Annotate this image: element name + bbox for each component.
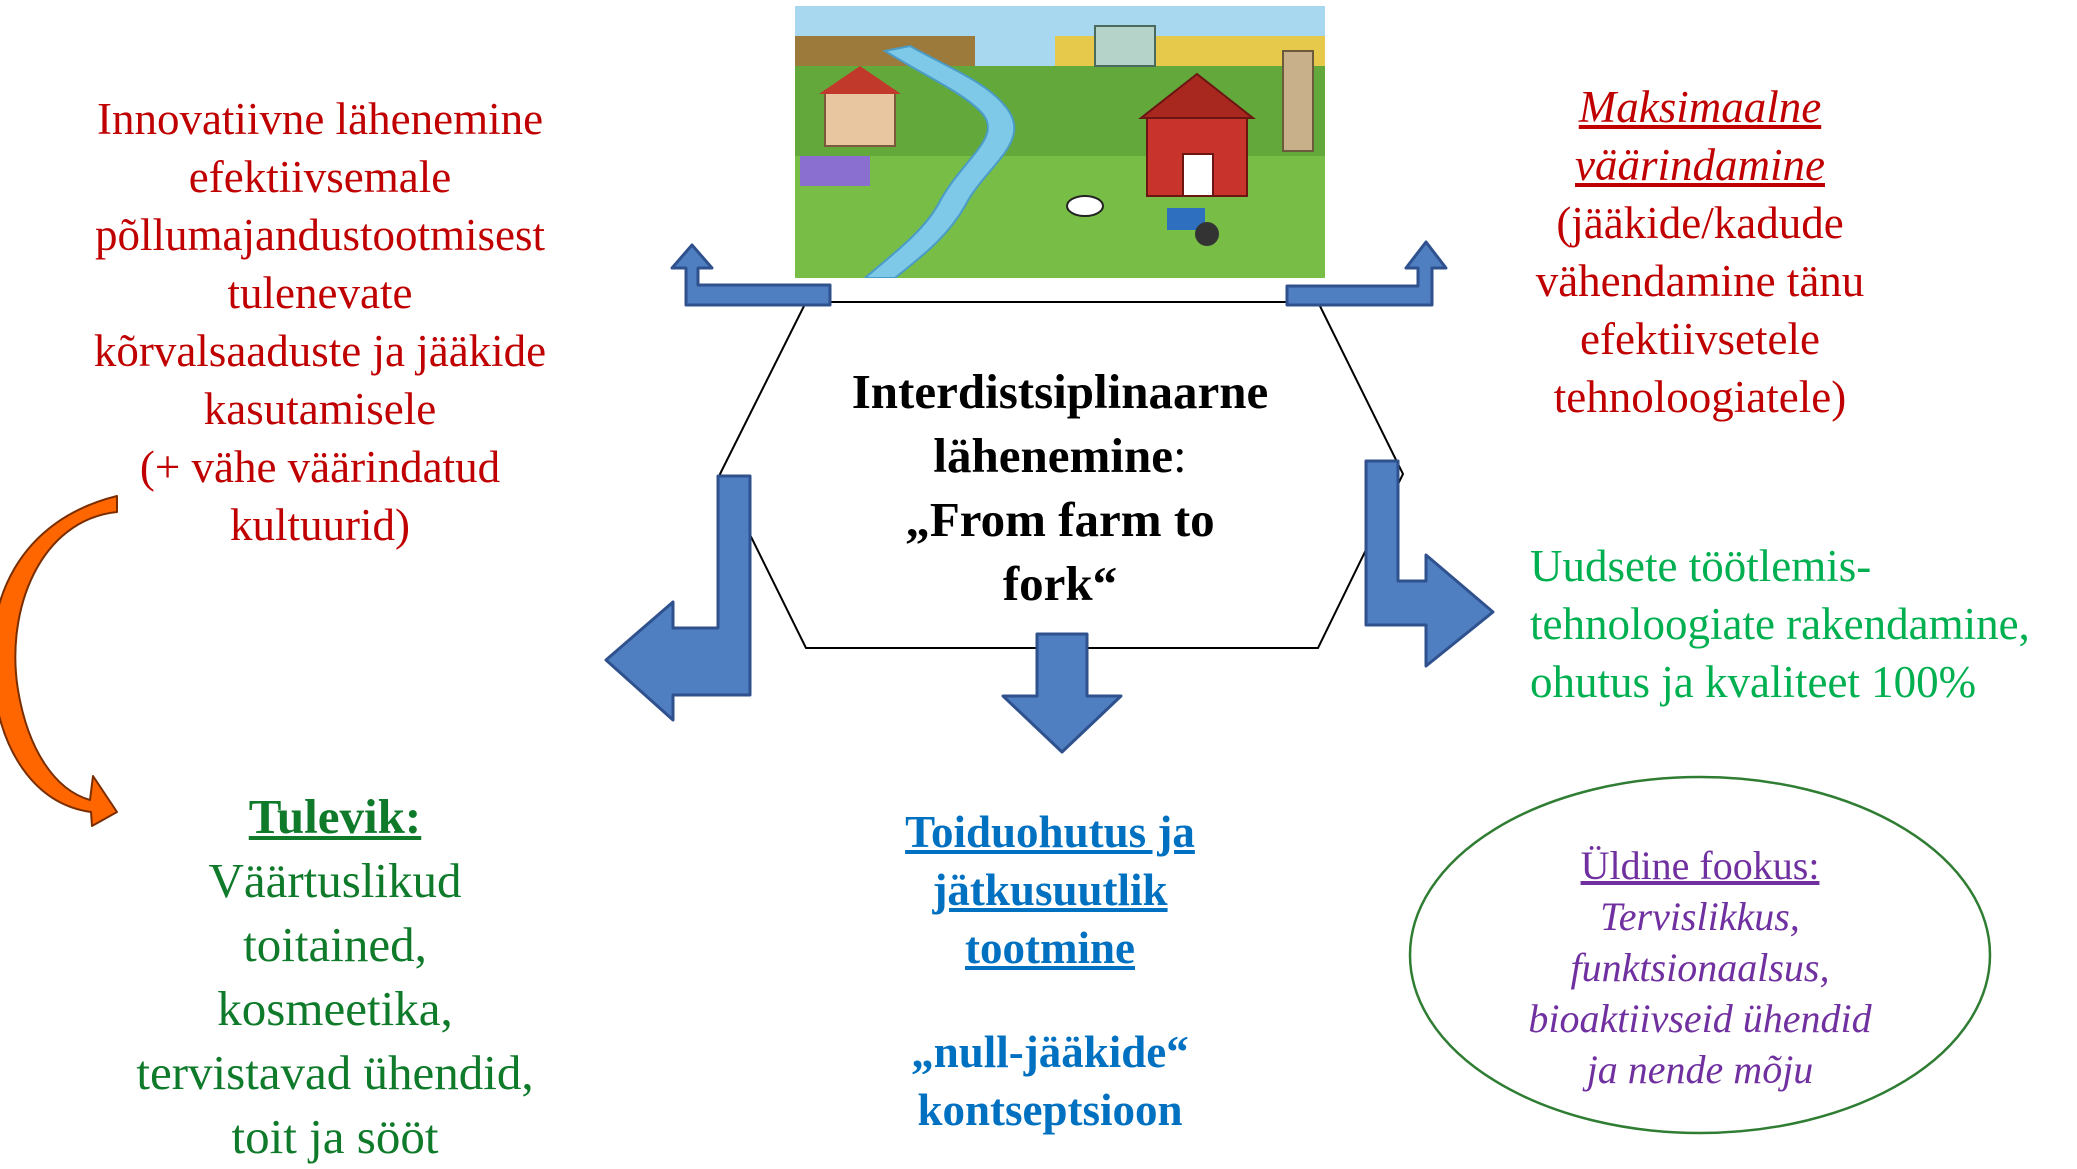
safety-line: kontseptsioon (917, 1085, 1183, 1135)
top-left-line: kultuurid) (230, 500, 410, 550)
top-right-title-line: Maksimaalne (1578, 82, 1822, 132)
future-line: toit ja sööt (231, 1109, 439, 1164)
middle-right-line: tehnoloogiate rakendamine, (1530, 599, 2030, 649)
farm-tractor-wheel (1195, 222, 1219, 246)
focus-line: bioaktiivseid ühendid (1528, 996, 1872, 1041)
future-line: kosmeetika, (217, 981, 453, 1036)
center-line: fork“ (1002, 556, 1118, 611)
safety-title-line: Toiduohutus ja (905, 807, 1195, 857)
focus-heading: Üldine fookus: (1580, 843, 1820, 888)
middle-right-line: Uudsete töötlemis- (1530, 541, 1872, 591)
focus-line: Tervislikkus, (1600, 894, 1800, 939)
farm-tractor (1167, 208, 1205, 230)
middle-right-line: ohutus ja kvaliteet 100% (1530, 657, 1977, 707)
top-left-text: Innovatiivne lähenemine efektiivsemale p… (40, 90, 600, 554)
center-colon: : (1172, 428, 1187, 483)
center-line: „From farm to (905, 492, 1215, 547)
top-left-line: (+ vähe väärindatud (139, 442, 501, 492)
safety-line: „null-jääkide“ (911, 1027, 1189, 1077)
spacer (830, 977, 1270, 1023)
top-left-line: tulenevate (227, 268, 413, 318)
top-right-text: Maksimaalne väärindamine (jääkide/kadude… (1460, 78, 1940, 426)
top-left-line: põllumajandustootmisest (95, 210, 545, 260)
safety-title-line: jätkusuutlik (932, 865, 1168, 915)
curved-arrow (0, 495, 118, 827)
top-left-line: efektiivsemale (188, 152, 452, 202)
focus-ellipse (1408, 775, 1992, 1135)
farm-lavender (800, 156, 870, 186)
farm-cow (1066, 195, 1104, 217)
farm-manor (1094, 25, 1156, 67)
arrow-down-left (604, 474, 752, 722)
farm-barn-door (1182, 153, 1214, 197)
top-left-line: kõrvalsaaduste ja jääkide (93, 326, 547, 376)
top-right-line: vähendamine tänu (1535, 256, 1865, 306)
bottom-center-text: Toiduohutus ja jätkusuutlik tootmine „nu… (830, 803, 1270, 1139)
top-right-line: efektiivsetele (1580, 314, 1820, 364)
future-title: Tulevik: (248, 789, 422, 844)
farm-illustration (795, 6, 1325, 278)
arrow-up-right (1285, 240, 1448, 307)
safety-title-line: tootmine (965, 923, 1135, 973)
center-text: Interdistsiplinaarne lähenemine: „From f… (800, 360, 1320, 616)
center-line: Interdistsiplinaarne (851, 364, 1269, 419)
focus-line: ja nende mõju (1586, 1047, 1814, 1092)
top-right-title-line: väärindamine (1575, 140, 1825, 190)
arrow-down-right (1364, 459, 1495, 668)
farm-silo (1282, 50, 1314, 152)
top-right-line: (jääkide/kadude (1556, 198, 1844, 248)
focus-line: funktsionaalsus, (1570, 945, 1830, 990)
bottom-left-text: Tulevik: Väärtuslikud toitained, kosmeet… (70, 785, 600, 1169)
middle-right-text: Uudsete töötlemis- tehnoloogiate rakenda… (1530, 537, 2030, 711)
top-right-line: tehnoloogiatele) (1553, 372, 1847, 422)
future-line: toitained, (243, 917, 427, 972)
center-line-part: lähenemine (933, 428, 1173, 483)
center-line: lähenemine: (800, 424, 1320, 488)
future-line: tervistavad ühendid, (136, 1045, 534, 1100)
top-left-line: Innovatiivne lähenemine (96, 94, 544, 144)
farm-river (863, 44, 1016, 278)
future-line: Väärtuslikud (208, 853, 462, 908)
farm-house (824, 90, 896, 147)
top-left-line: kasutamisele (203, 384, 437, 434)
farm-house-roof (819, 66, 901, 94)
arrow-up-left (670, 243, 832, 307)
arrow-down-center (1001, 632, 1123, 754)
farm-barn-roof (1138, 72, 1256, 119)
bottom-right-text: Üldine fookus: Tervislikkus, funktsionaa… (1420, 840, 1980, 1095)
